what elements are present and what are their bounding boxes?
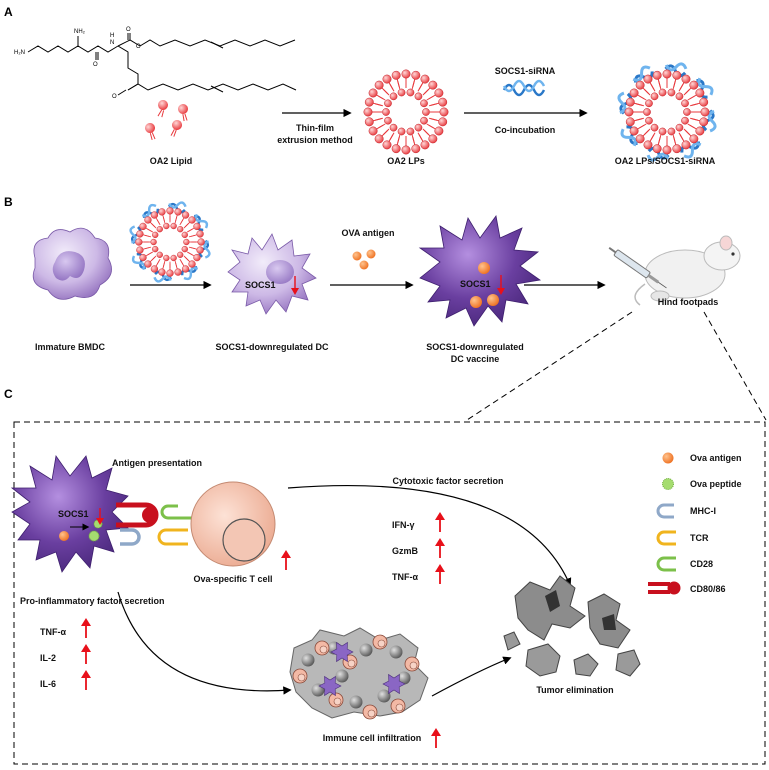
cd28-receptor-icon [656,556,676,572]
mhc-receptor-icon [656,503,674,519]
label-ifn-g: IFN-γ [392,520,415,530]
dendritic-cell-presenting [10,454,129,573]
red-up-arrow-infiltration [431,728,441,748]
panel-c-dashed-box [13,421,766,765]
legend-label-1: Ova peptide [690,479,742,489]
chem-h2n: H₂N [14,50,25,56]
cytotoxic-cytokines: IFN-γ GzmB TNF-α [392,512,445,584]
legend-label-4: CD28 [690,559,713,569]
chem-o3: O [136,44,141,50]
chem-o2: O [126,27,131,33]
panel-label-b: B [4,195,13,209]
oa2-liposome-sirna-small [129,201,211,283]
chem-n: N [110,40,114,46]
panel-label-c: C [4,387,13,401]
chem-h: H [110,33,114,39]
legend-label-5: CD80/86 [690,584,726,594]
immature-bmdc-cell [32,227,112,300]
label-pro-inflammatory: Pro-inflammatory factor secretion [20,596,165,606]
label-cytotoxic-secretion: Cytotoxic factor secretion [392,476,503,486]
oa2-lipid-molecules [145,100,188,140]
ova-antigen-dots [352,249,376,270]
orange-dot-icon [662,452,674,464]
tcr-receptor-icon [656,530,676,546]
immune-synapse-receptors [116,502,194,546]
legend-label-2: MHC-I [690,506,716,516]
label-tumor-elimination: Tumor elimination [536,685,613,695]
pro-inflammatory-cytokines: TNF-α IL-2 IL-6 [40,618,91,690]
legend-label-3: TCR [690,533,709,543]
oa2-liposome [363,69,449,155]
label-socs1-dc: SOCS1 [245,280,276,290]
label-oa2-lipid: OA2 Lipid [150,156,193,166]
zoom-line-right [703,311,767,421]
red-up-arrow-t-cell [281,550,291,570]
red-down-arrow-icon-c [96,508,104,525]
label-socs1-sirna: SOCS1-siRNA [495,66,556,76]
label-immature-bmdc: Immature BMDC [35,342,106,352]
mouse-with-syringe-illustration [608,235,741,306]
label-co-incubation: Co-incubation [495,125,556,135]
label-socs1-downregulated-dc: SOCS1-downregulated DC [215,342,329,352]
socs1-downregulated-dc-vaccine-cell [418,215,542,327]
chem-nh2: NH₂ [74,29,86,35]
label-il-2: IL-2 [40,653,56,663]
green-speckled-dot-icon [662,478,674,490]
label-socs1-presenting: SOCS1 [58,509,89,519]
label-vaccine-line2: DC vaccine [451,354,500,364]
label-thin-film: Thin-film [296,123,334,133]
chem-o1: O [93,62,98,68]
sirna-helix-icon [502,79,546,97]
label-socs1-vaccine: SOCS1 [460,279,491,289]
label-immune-infiltration: Immune cell infiltration [323,733,422,743]
red-down-arrow-icon-b [497,275,505,295]
label-vaccine-line1: SOCS1-downregulated [426,342,524,352]
zoom-line-left [466,311,633,421]
arrow-to-infiltration [117,591,292,695]
label-t-cell: Ova-specific T cell [193,574,272,584]
label-il-6: IL-6 [40,679,56,689]
label-tnf-a: TNF-α [40,627,66,637]
arrow-to-tumor-cytotoxic [287,485,572,587]
panel-label-a: A [4,5,13,19]
chem-o4: O [112,94,117,100]
label-oa2-lps: OA2 LPs [387,156,425,166]
tumor-fragments [503,575,641,677]
label-hind-footpads: Hind footpads [658,297,719,307]
red-down-arrow-icon [291,276,299,295]
oa2-liposome-with-sirna [617,62,717,162]
oa2-chemical-structure [27,33,297,96]
label-antigen-presentation: Antigen presentation [112,458,202,468]
immune-cell-infiltration-tissue [289,627,429,720]
arrow-infiltration-to-tumor [431,656,512,697]
label-extrusion-method: extrusion method [277,135,353,145]
label-ova-antigen: OVA antigen [341,228,394,238]
ova-specific-t-cell [190,481,276,567]
socs1-downregulated-dc-cell [227,233,317,315]
label-gzmb: GzmB [392,546,419,556]
cd80-86-receptor-icon [648,581,681,595]
legend: Ova antigen Ova peptide MHC-I TCR CD28 C… [648,452,742,595]
legend-label-0: Ova antigen [690,453,742,463]
label-tnf-a-2: TNF-α [392,572,418,582]
label-oa2-lps-sirna: OA2 LPs/SOCS1-siRNA [615,156,716,166]
